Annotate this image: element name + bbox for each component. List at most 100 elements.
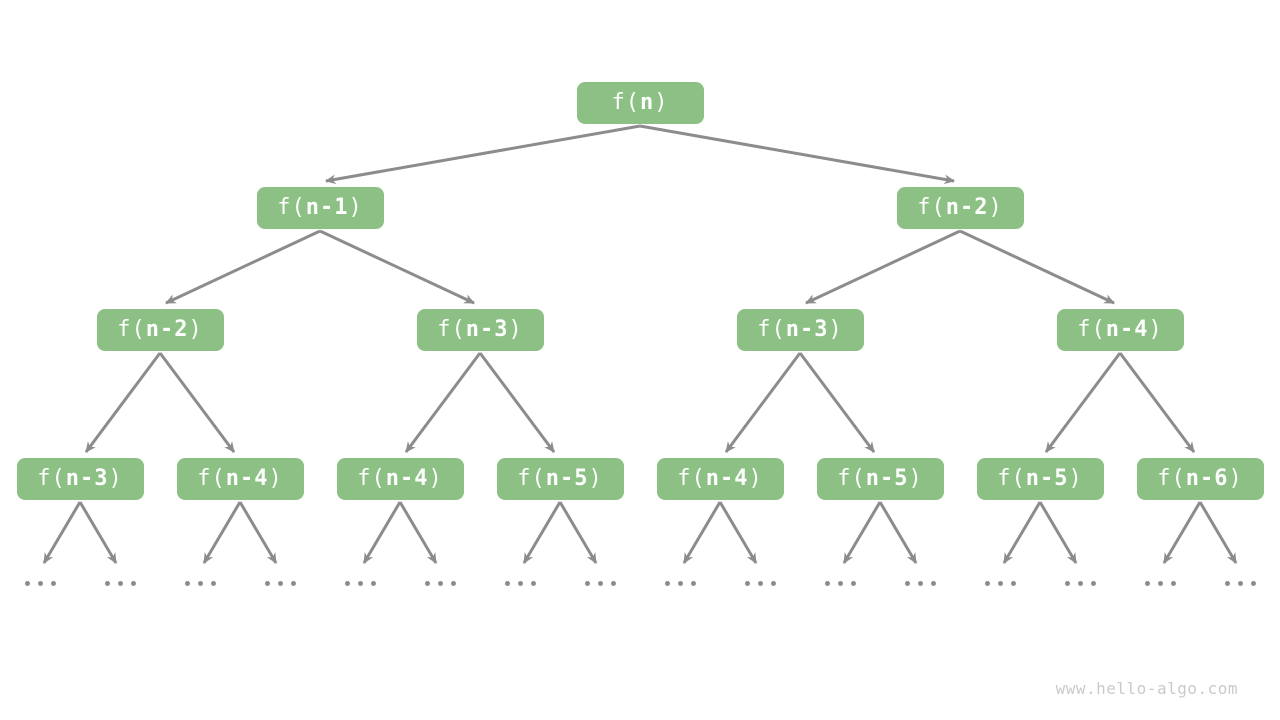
- dot: [665, 581, 670, 586]
- ellipsis-leaf-6: [505, 581, 536, 586]
- tree-node-level-3-7: f(n-6): [1136, 458, 1264, 500]
- node-label-prefix: f(: [1157, 466, 1186, 491]
- node-label-argument: n-3: [65, 466, 109, 491]
- edge-arrow: [324, 124, 641, 185]
- tree-node-level-1-1: f(n-2): [896, 187, 1024, 229]
- edge-arrow: [1044, 352, 1122, 453]
- node-label-argument: n-3: [465, 317, 509, 342]
- dot: [758, 581, 763, 586]
- node-label-prefix: f(: [837, 466, 866, 491]
- ellipsis-leaf-8: [665, 581, 696, 586]
- node-label-prefix: f(: [1077, 317, 1106, 342]
- edge-arrow: [718, 501, 758, 564]
- node-label-prefix: f(: [117, 317, 146, 342]
- dot: [211, 581, 216, 586]
- dot: [611, 581, 616, 586]
- dot: [185, 581, 190, 586]
- node-label-argument: n-4: [705, 466, 749, 491]
- dot: [38, 581, 43, 586]
- node-label-argument: n-4: [225, 466, 269, 491]
- node-label-suffix: ): [988, 195, 1003, 220]
- tree-node-level-2-1: f(n-3): [416, 309, 544, 351]
- node-label-prefix: f(: [917, 195, 946, 220]
- node-label-prefix: f(: [37, 466, 66, 491]
- ellipsis-leaf-7: [585, 581, 616, 586]
- dot: [905, 581, 910, 586]
- dot: [851, 581, 856, 586]
- dot: [358, 581, 363, 586]
- dot: [438, 581, 443, 586]
- dot: [825, 581, 830, 586]
- ellipsis-leaf-4: [345, 581, 376, 586]
- dot: [1011, 581, 1016, 586]
- dot: [838, 581, 843, 586]
- dot: [278, 581, 283, 586]
- dot: [518, 581, 523, 586]
- dot: [598, 581, 603, 586]
- dot: [998, 581, 1003, 586]
- node-label-argument: n-4: [385, 466, 429, 491]
- ellipsis-leaf-2: [185, 581, 216, 586]
- node-label-argument: n-3: [785, 317, 829, 342]
- edge-arrow: [362, 501, 402, 564]
- node-label-suffix: ): [588, 466, 603, 491]
- tree-node-level-2-0: f(n-2): [96, 309, 224, 351]
- tree-node-level-3-5: f(n-5): [816, 458, 944, 500]
- node-label-prefix: f(: [357, 466, 386, 491]
- edge-arrow: [42, 501, 82, 564]
- ellipsis-leaf-1: [105, 581, 136, 586]
- edge-arrow: [1198, 501, 1238, 564]
- node-label-suffix: ): [1068, 466, 1083, 491]
- tree-node-level-1-0: f(n-1): [256, 187, 384, 229]
- dot: [931, 581, 936, 586]
- tree-node-level-3-6: f(n-5): [976, 458, 1104, 500]
- node-label-suffix: ): [828, 317, 843, 342]
- edge-arrow: [165, 229, 321, 305]
- dot: [505, 581, 510, 586]
- edge-arrow: [959, 229, 1115, 305]
- edge-arrow: [1002, 501, 1042, 564]
- node-label-suffix: ): [348, 195, 363, 220]
- ellipsis-leaf-9: [745, 581, 776, 586]
- tree-node-level-2-3: f(n-4): [1056, 309, 1184, 351]
- edge-arrow: [724, 352, 802, 453]
- dot: [771, 581, 776, 586]
- node-label-argument: n-5: [545, 466, 589, 491]
- tree-node-level-3-0: f(n-3): [16, 458, 144, 500]
- watermark: www.hello-algo.com: [1055, 679, 1238, 698]
- dot: [1158, 581, 1163, 586]
- node-label-suffix: ): [108, 466, 123, 491]
- dot: [371, 581, 376, 586]
- ellipsis-leaf-3: [265, 581, 296, 586]
- dot: [198, 581, 203, 586]
- dot: [1238, 581, 1243, 586]
- node-label-argument: n-2: [945, 195, 989, 220]
- edge-arrow: [805, 229, 961, 305]
- dot: [1078, 581, 1083, 586]
- dot: [118, 581, 123, 586]
- dot: [131, 581, 136, 586]
- node-label-suffix: ): [654, 90, 669, 115]
- dot: [1225, 581, 1230, 586]
- dot: [265, 581, 270, 586]
- node-label-prefix: f(: [517, 466, 546, 491]
- node-label-prefix: f(: [757, 317, 786, 342]
- dot: [51, 581, 56, 586]
- node-label-prefix: f(: [197, 466, 226, 491]
- edge-arrow: [478, 352, 556, 453]
- dot: [1171, 581, 1176, 586]
- tree-node-level-3-3: f(n-5): [496, 458, 624, 500]
- node-label-prefix: f(: [277, 195, 306, 220]
- dot: [585, 581, 590, 586]
- node-label-argument: n-5: [1025, 466, 1069, 491]
- ellipsis-leaf-14: [1145, 581, 1176, 586]
- node-label-argument: n-5: [865, 466, 909, 491]
- dot: [1145, 581, 1150, 586]
- node-label-argument: n-4: [1105, 317, 1149, 342]
- node-label-argument: n-6: [1185, 466, 1229, 491]
- edge-arrow: [639, 124, 956, 185]
- dot: [425, 581, 430, 586]
- node-label-suffix: ): [268, 466, 283, 491]
